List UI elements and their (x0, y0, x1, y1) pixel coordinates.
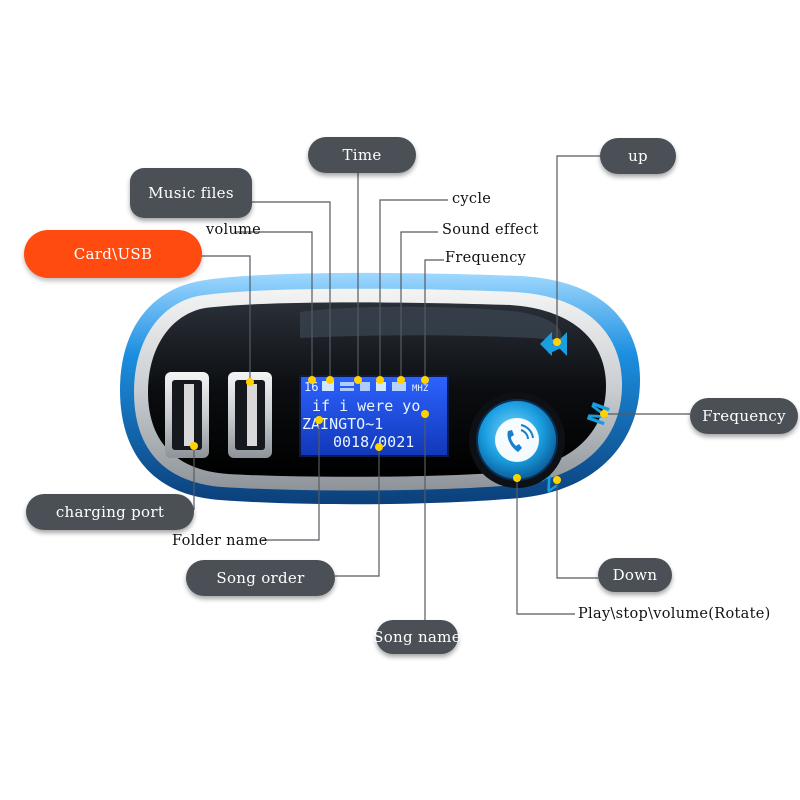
lcd-song-name: if i were yo (312, 397, 420, 415)
sound-effect-icon (392, 382, 406, 391)
usb-port-right (228, 372, 272, 458)
label-card-usb: Card\USB (24, 230, 202, 278)
label-play-stop-volume: Play\stop\volume(Rotate) (578, 606, 771, 622)
label-music-files: Music files (130, 168, 252, 218)
marker-dots (190, 338, 608, 484)
label-cycle: cycle (452, 191, 492, 207)
music-file-icon (322, 381, 334, 391)
label-frequency-top: Frequency (445, 250, 527, 266)
lcd-line-1-left: 16 (304, 380, 318, 394)
label-charging-port: charging port (26, 494, 194, 530)
usb-port-left (165, 372, 209, 458)
label-up: up (600, 138, 676, 174)
lcd-song-order: 0018/0021 (333, 433, 414, 451)
cycle-icon (376, 382, 386, 391)
label-folder-name: Folder name (172, 533, 268, 549)
label-song-order: Song order (186, 560, 335, 596)
lcd-line-1-right: MHZ (412, 384, 429, 394)
label-frequency-right: Frequency (690, 398, 798, 434)
label-sound-effect: Sound effect (442, 222, 539, 238)
leader-lines (193, 155, 690, 628)
lcd-folder-name: ZAINGTO~1 (302, 415, 383, 433)
label-song-name: Song name (373, 620, 461, 654)
device-gloss (300, 306, 562, 340)
label-time: Time (308, 137, 416, 173)
label-volume: volume (206, 222, 262, 238)
phone-icon (507, 430, 522, 452)
label-down: Down (598, 558, 672, 592)
time-icon (340, 382, 354, 386)
up-button[interactable] (540, 332, 568, 356)
play-knob[interactable] (469, 392, 565, 488)
